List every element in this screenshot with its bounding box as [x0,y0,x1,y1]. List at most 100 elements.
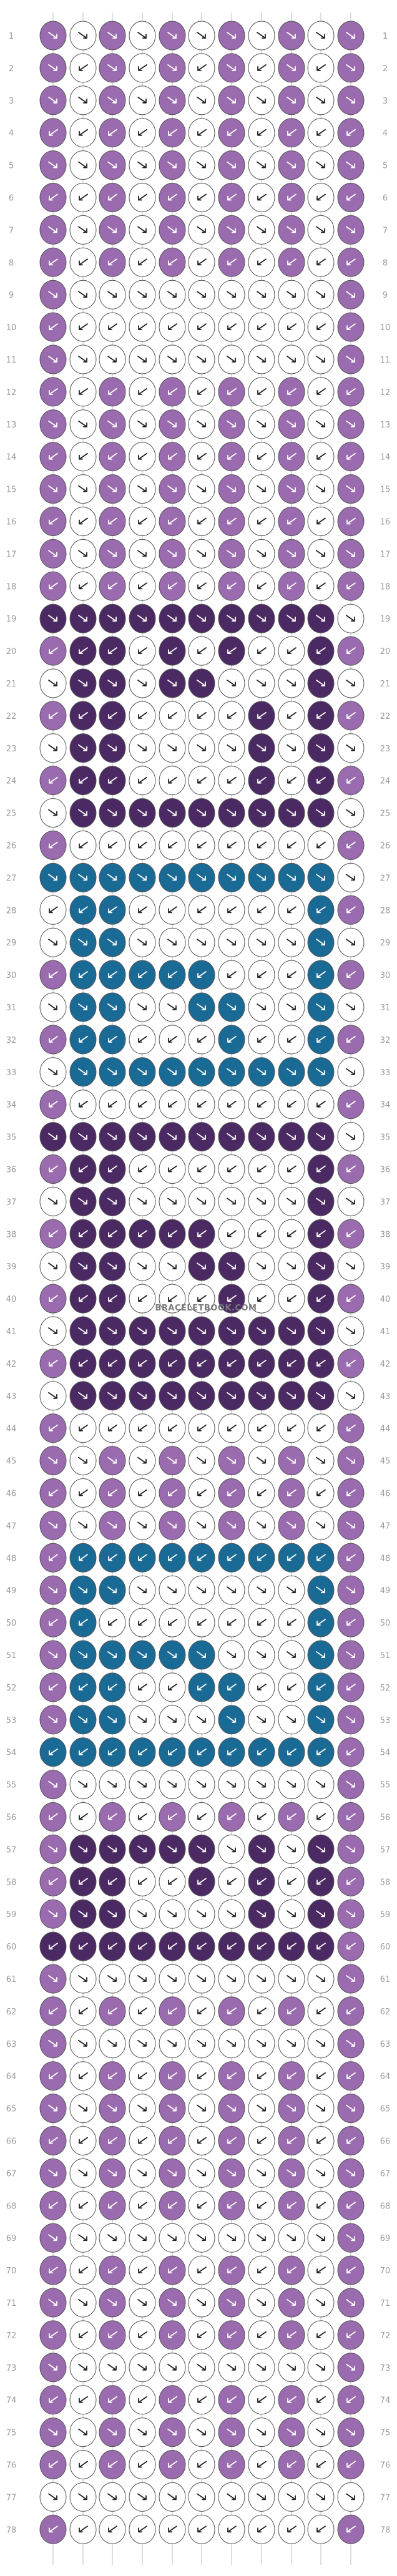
arrow-right-icon [257,550,266,557]
arrow-right-icon [137,1068,147,1075]
arrow-right-icon [287,32,296,39]
row-number-right: 66 [380,2137,391,2147]
arrow-right-icon [48,64,57,71]
arrow-right-icon [167,485,177,492]
row-number-right: 43 [380,1392,391,1402]
arrow-left-icon [316,1684,326,1690]
arrow-right-icon [137,1456,147,1464]
arrow-right-icon [316,939,325,946]
row-number-left: 39 [6,1262,17,1272]
arrow-right-icon [197,680,206,686]
arrow-right-icon [167,1521,177,1529]
arrow-left-icon [316,1036,326,1043]
arrow-right-icon [257,2299,266,2306]
arrow-right-icon [316,2169,325,2177]
arrow-right-icon [137,2493,147,2500]
arrow-right-icon [107,1133,117,1140]
arrow-left-icon [197,1619,207,1626]
arrow-left-icon [79,129,88,136]
arrow-right-icon [316,1003,325,1010]
arrow-right-icon [257,32,266,39]
arrow-left-icon [108,258,117,266]
arrow-right-icon [167,1975,177,1982]
arrow-right-icon [167,2428,177,2436]
row-number-right: 31 [380,1003,391,1013]
arrow-right-icon [167,1068,177,1075]
row-number-left: 53 [6,1716,17,1725]
arrow-left-icon [346,1295,356,1302]
arrow-right-icon [287,1392,296,1399]
arrow-right-icon [287,1586,296,1594]
row-number-right: 71 [380,2299,391,2308]
arrow-right-icon [287,1262,296,1270]
arrow-right-icon [78,2104,87,2112]
arrow-left-icon [316,1554,326,1561]
row-number-right: 77 [380,2493,391,2502]
arrow-left-icon [346,2266,356,2273]
row-number-right: 12 [380,388,391,398]
arrow-left-icon [168,517,177,525]
arrow-left-icon [168,1619,177,1626]
row-number-left: 18 [6,582,17,592]
row-number-left: 70 [6,2266,17,2276]
row-number-right: 68 [380,2202,391,2211]
arrow-left-icon [79,1295,88,1302]
arrow-right-icon [287,2234,296,2242]
arrow-left-icon [257,1748,267,1755]
arrow-right-icon [137,1651,147,1658]
row-number-left: 68 [6,2202,17,2211]
arrow-right-icon [287,161,296,168]
arrow-right-icon [137,1845,147,1853]
arrow-left-icon [316,1813,326,1820]
arrow-left-icon [79,1684,88,1690]
arrow-left-icon [197,1684,207,1690]
arrow-right-icon [227,1456,236,1464]
arrow-right-icon [287,809,296,816]
arrow-left-icon [108,1748,117,1755]
arrow-right-icon [316,1392,325,1399]
arrow-right-icon [287,2363,296,2371]
arrow-right-icon [257,1133,266,1140]
arrow-left-icon [257,841,267,849]
arrow-left-icon [346,1100,356,1108]
arrow-left-icon [287,1489,297,1496]
arrow-left-icon [287,1619,297,1626]
arrow-left-icon [346,971,356,978]
row-number-left: 7 [9,226,14,235]
arrow-right-icon [78,96,87,104]
row-number-left: 14 [6,453,17,462]
arrow-right-icon [48,1198,57,1205]
arrow-right-icon [316,96,325,104]
row-number-right: 41 [380,1327,391,1337]
arrow-left-icon [287,1360,297,1367]
arrow-left-icon [108,971,117,978]
row-number-left: 25 [6,809,17,819]
arrow-right-icon [346,874,355,881]
arrow-left-icon [168,582,177,590]
arrow-left-icon [287,1295,297,1302]
arrow-left-icon [108,1813,117,1820]
arrow-right-icon [48,1327,57,1334]
arrow-right-icon [137,1392,147,1399]
arrow-right-icon [137,1327,147,1334]
arrow-right-icon [257,1003,266,1010]
arrow-left-icon [316,2137,326,2144]
arrow-left-icon [108,906,117,914]
arrow-right-icon [197,2493,206,2500]
arrow-left-icon [49,1813,58,1820]
row-number-right: 48 [380,1554,391,1563]
arrow-right-icon [48,1651,57,1658]
row-number-right: 19 [380,615,391,624]
arrow-left-icon [108,2525,117,2533]
arrow-left-icon [257,323,267,330]
arrow-left-icon [227,1748,237,1755]
arrow-left-icon [197,1230,207,1237]
row-number-right: 5 [383,162,388,171]
arrow-right-icon [197,1715,206,1723]
arrow-left-icon [108,2461,117,2468]
row-number-left: 60 [6,1943,17,1952]
arrow-right-icon [227,1845,236,1853]
arrow-left-icon [49,2525,58,2533]
arrow-right-icon [227,809,236,816]
arrow-right-icon [48,1133,57,1140]
